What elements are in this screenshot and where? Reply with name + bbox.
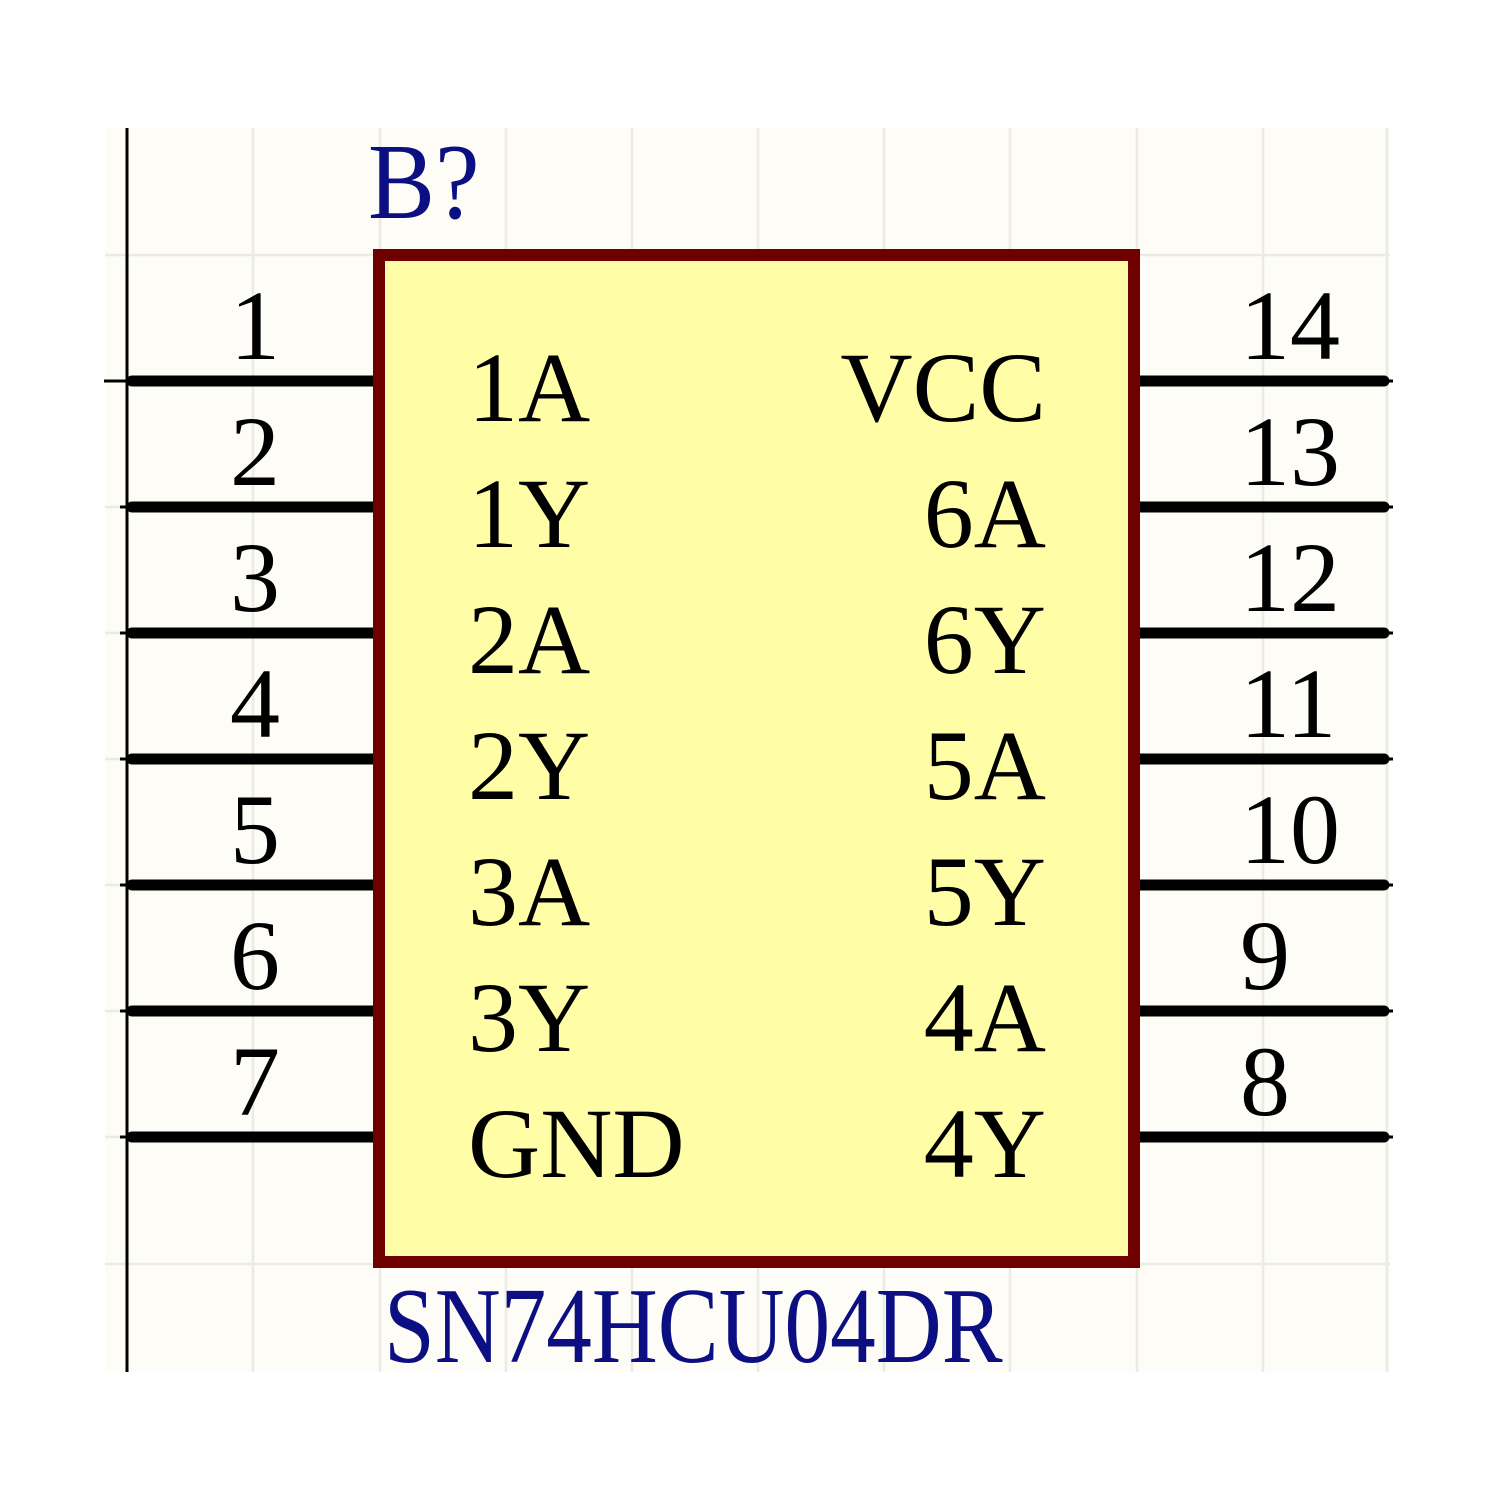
pin-12[interactable]: 12 bbox=[1128, 522, 1393, 639]
pin-number: 14 bbox=[1240, 270, 1340, 381]
pin-name: 6A bbox=[924, 458, 1046, 569]
component-body[interactable] bbox=[373, 249, 1140, 1268]
pin-number: 13 bbox=[1240, 396, 1340, 507]
pin-number: 1 bbox=[230, 270, 280, 381]
right-pins: 14 13 12 11 10 9 8 bbox=[1128, 270, 1393, 1143]
pin-10[interactable]: 10 bbox=[1128, 774, 1393, 891]
pin-name: 1A bbox=[468, 332, 590, 443]
designator-label[interactable]: B? bbox=[368, 122, 480, 242]
pin-name: 3Y bbox=[468, 962, 590, 1073]
pin-number: 12 bbox=[1240, 522, 1340, 633]
pin-number: 11 bbox=[1240, 648, 1336, 759]
pin-2[interactable]: 2 bbox=[120, 396, 386, 513]
pin-4[interactable]: 4 bbox=[120, 648, 386, 765]
part-number-label[interactable]: SN74HCU04DR bbox=[384, 1266, 1003, 1386]
pin-5[interactable]: 5 bbox=[120, 774, 386, 891]
pin-11[interactable]: 11 bbox=[1128, 648, 1393, 765]
pin-number: 8 bbox=[1240, 1026, 1290, 1137]
pin-number: 4 bbox=[230, 648, 280, 759]
pin-number: 7 bbox=[230, 1026, 280, 1137]
right-pin-names: VCC 6A 6Y 5A 5Y 4A 4Y bbox=[840, 332, 1046, 1199]
pin-6[interactable]: 6 bbox=[120, 900, 386, 1017]
pin-number: 5 bbox=[230, 774, 280, 885]
left-pins: 1 2 3 4 5 6 7 bbox=[104, 270, 386, 1143]
pin-number: 6 bbox=[230, 900, 280, 1011]
pin-name: GND bbox=[468, 1088, 685, 1199]
pin-name: 1Y bbox=[468, 458, 590, 569]
pin-3[interactable]: 3 bbox=[120, 522, 386, 639]
pin-number: 2 bbox=[230, 396, 280, 507]
pin-number: 9 bbox=[1240, 900, 1290, 1011]
pin-14[interactable]: 14 bbox=[1128, 270, 1393, 387]
pin-name: 5Y bbox=[924, 836, 1046, 947]
pin-name: 3A bbox=[468, 836, 590, 947]
pin-name: 5A bbox=[924, 710, 1046, 821]
left-pin-names: 1A 1Y 2A 2Y 3A 3Y GND bbox=[468, 332, 685, 1199]
pin-7[interactable]: 7 bbox=[120, 1026, 386, 1143]
pin-name: 4Y bbox=[924, 1088, 1046, 1199]
pin-13[interactable]: 13 bbox=[1128, 396, 1393, 513]
pin-name: 6Y bbox=[924, 584, 1046, 695]
pin-9[interactable]: 9 bbox=[1128, 900, 1393, 1017]
pin-name: 4A bbox=[924, 962, 1046, 1073]
pin-8[interactable]: 8 bbox=[1128, 1026, 1393, 1143]
pin-name: 2A bbox=[468, 584, 590, 695]
pin-number: 3 bbox=[230, 522, 280, 633]
pin-name: 2Y bbox=[468, 710, 590, 821]
pin-1[interactable]: 1 bbox=[120, 270, 386, 387]
pin-number: 10 bbox=[1240, 774, 1340, 885]
pin-name: VCC bbox=[840, 332, 1046, 443]
